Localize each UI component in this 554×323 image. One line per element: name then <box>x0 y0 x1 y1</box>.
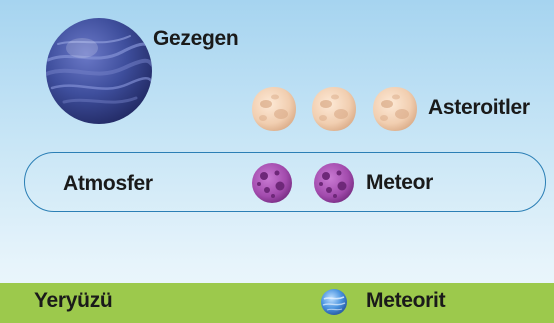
asteroid-icon <box>309 84 359 134</box>
meteor-label: Meteor <box>366 171 433 195</box>
meteor-icon <box>250 161 294 205</box>
meteorite-icon <box>319 287 349 317</box>
atmosphere-label: Atmosfer <box>63 172 153 196</box>
ground-label: Yeryüzü <box>34 289 112 313</box>
asteroid-icon <box>249 84 299 134</box>
planet-icon <box>44 16 154 126</box>
planet-label: Gezegen <box>153 27 238 51</box>
meteorite-label: Meteorit <box>366 289 445 313</box>
meteor-icon <box>312 161 356 205</box>
asteroids-label: Asteroitler <box>428 96 530 120</box>
asteroid-icon <box>370 84 420 134</box>
